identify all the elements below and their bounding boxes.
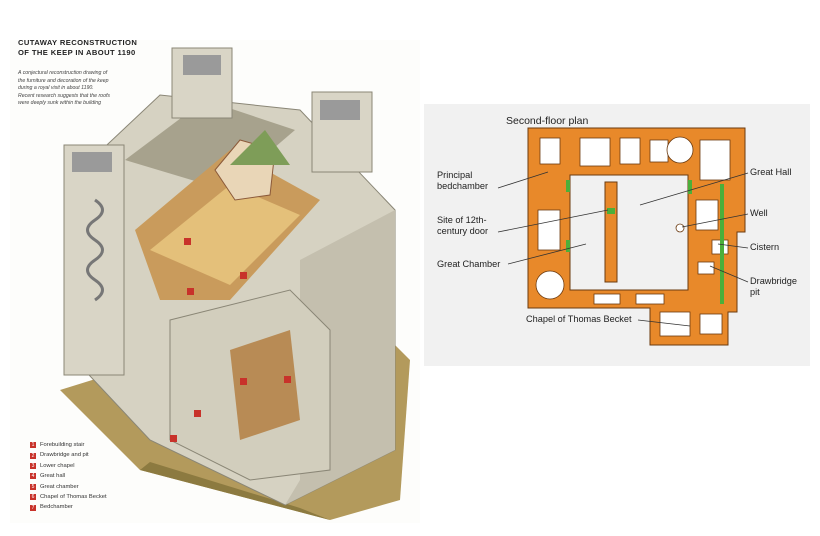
plan-room	[695, 199, 719, 231]
label-great-hall: Great Hall	[750, 167, 792, 177]
cutaway-title: CUTAWAY RECONSTRUCTION OF THE KEEP IN AB…	[18, 38, 137, 58]
leader-chapel	[637, 319, 691, 327]
legend-item: 7 Bedchamber	[30, 502, 107, 512]
plan-spine-wall	[604, 181, 618, 283]
label-well: Well	[750, 208, 768, 218]
legend-number: 7	[30, 504, 36, 511]
legend-label: Lower chapel	[40, 462, 75, 469]
legend-item: 5 Great chamber	[30, 482, 107, 492]
label-door-site-line2: century door	[437, 226, 489, 236]
legend-number: 3	[30, 462, 36, 469]
marker-1	[170, 435, 177, 442]
marker-5	[184, 238, 191, 245]
plan-door-marker	[688, 180, 692, 194]
leader-bedchamber	[497, 171, 549, 189]
plan-well	[675, 223, 685, 233]
label-drawbridge-pit: Drawbridge pit	[750, 276, 797, 298]
leader-door	[497, 209, 609, 233]
plan-room	[539, 137, 561, 165]
leader-cistern	[717, 243, 749, 249]
legend-label: Bedchamber	[40, 504, 73, 511]
legend-number: 5	[30, 483, 36, 490]
label-principal-bedchamber-line2: bedchamber	[437, 181, 489, 191]
plan-room	[579, 137, 611, 167]
tower-east-roof	[320, 100, 360, 120]
marker-2	[284, 376, 291, 383]
plan-room	[537, 209, 561, 251]
marker-3	[194, 410, 201, 417]
plan-door-marker	[607, 208, 615, 214]
hall-roof	[230, 130, 290, 165]
legend-number: 4	[30, 473, 36, 480]
plan-chapel-annex	[699, 313, 723, 335]
marker-4	[240, 272, 247, 279]
legend-number: 6	[30, 494, 36, 501]
marker-6	[240, 378, 247, 385]
plan-title: Second-floor plan	[506, 115, 589, 127]
great-hall-floor	[150, 185, 300, 285]
cutaway-note: A conjectural reconstruction drawing of …	[18, 70, 110, 107]
plan-door-marker	[566, 180, 570, 192]
label-principal-bedchamber-line1: Principal	[437, 170, 473, 180]
label-principal-bedchamber: Principal bedchamber	[437, 170, 488, 192]
legend-item: 3 Lower chapel	[30, 461, 107, 471]
leader-well	[681, 213, 749, 228]
tower-north-roof	[183, 55, 221, 75]
legend-label: Great chamber	[40, 483, 79, 490]
spiral-stair	[86, 198, 104, 302]
legend-item: 2 Drawbridge and pit	[30, 450, 107, 460]
legend-label: Chapel of Thomas Becket	[40, 493, 107, 500]
roof	[125, 100, 295, 190]
plan-stair-ne	[666, 136, 694, 164]
leader-great-hall	[639, 172, 749, 206]
label-chapel: Chapel of Thomas Becket	[526, 314, 632, 324]
legend-number: 1	[30, 442, 36, 449]
plan-stair-sw	[535, 270, 565, 300]
label-drawbridge-line1: Drawbridge	[750, 276, 797, 286]
plan-room	[619, 137, 641, 165]
plan-door-marker	[566, 240, 570, 252]
plan-drawbridge-pit	[697, 261, 715, 275]
plan-room	[593, 293, 621, 305]
tower-west-roof	[72, 152, 112, 172]
legend-item: 4 Great hall	[30, 471, 107, 481]
cutaway-title-line1: CUTAWAY RECONSTRUCTION	[18, 38, 138, 47]
plan-room	[635, 293, 665, 305]
legend-label: Forebuilding stair	[40, 442, 85, 448]
legend-item: 1 Forebuilding stair	[30, 440, 107, 450]
legend-item: 6 Chapel of Thomas Becket	[30, 492, 107, 502]
chapel-interior	[230, 330, 300, 440]
leader-drawbridge	[709, 265, 749, 283]
label-cistern: Cistern	[750, 242, 780, 252]
label-door-site-line1: Site of 12th-	[437, 215, 487, 225]
legend-number: 2	[30, 452, 36, 459]
plan-room	[699, 139, 731, 181]
label-drawbridge-line2: pit	[750, 287, 760, 297]
plan-door-marker	[720, 184, 724, 304]
plan-room	[649, 139, 669, 163]
label-door-site: Site of 12th- century door	[437, 215, 488, 237]
ground-shadow	[140, 462, 330, 520]
legend-label: Great hall	[40, 473, 66, 480]
cutaway-title-line2: OF THE KEEP IN ABOUT 1190	[18, 48, 136, 57]
marker-7	[187, 288, 194, 295]
label-great-chamber: Great Chamber	[437, 259, 501, 269]
legend-label: Drawbridge and pit	[40, 452, 89, 459]
leader-great-chamber	[507, 243, 587, 265]
